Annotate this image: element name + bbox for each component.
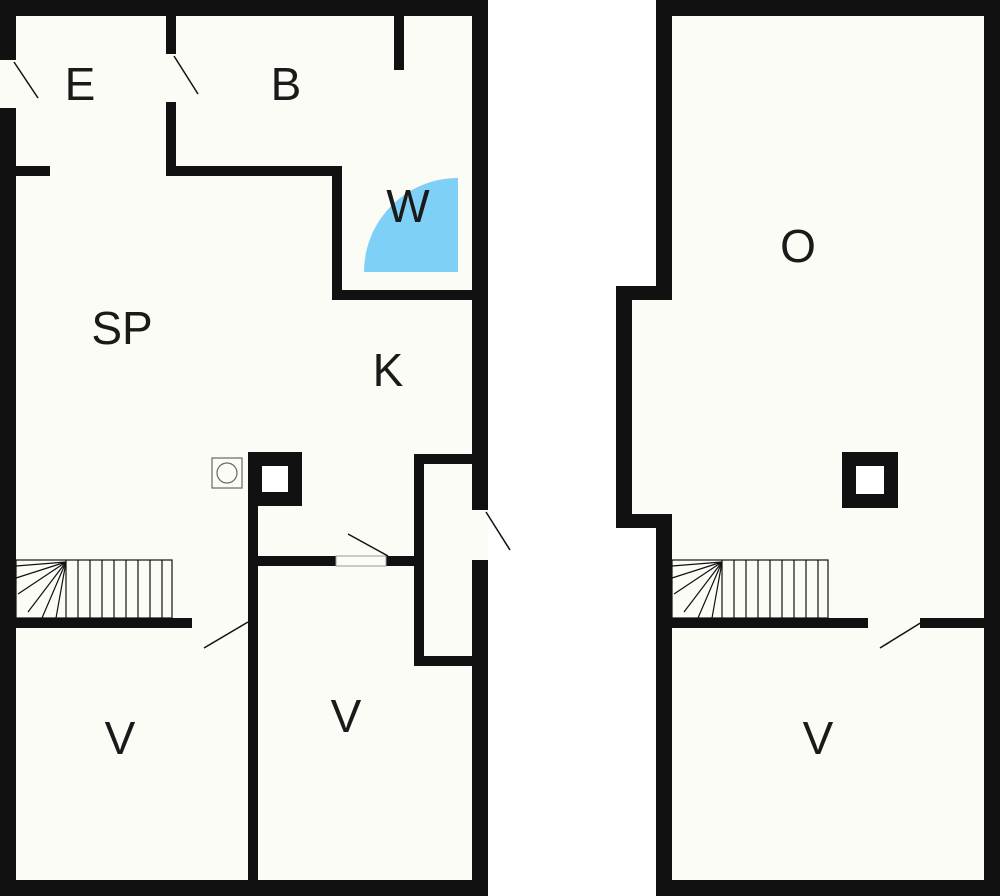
ground-floor-surface xyxy=(8,8,480,888)
room-label-entrance: E xyxy=(65,58,96,110)
stove-icon xyxy=(211,457,243,489)
stairs-icon xyxy=(671,559,829,619)
room-label-living: SP xyxy=(91,302,152,354)
cupboard xyxy=(414,454,474,666)
left-room-door[interactable] xyxy=(203,621,249,649)
ground-floor-outer-walls xyxy=(0,0,488,896)
chimney-icon xyxy=(842,452,898,508)
room-label-upper-bottom: V xyxy=(803,712,834,764)
shower-icon xyxy=(364,178,458,272)
chimney-icon xyxy=(248,452,302,506)
bedroom-wetroom-walls xyxy=(166,16,480,300)
upper-floor-outer-walls xyxy=(616,0,1000,896)
upper-floor-surface xyxy=(624,8,992,888)
room-label-kitchen: K xyxy=(373,344,404,396)
ground-floor: E B W SP K V V xyxy=(0,0,511,896)
room-label-wet-room: W xyxy=(386,180,430,232)
upper-floor: O V xyxy=(616,0,1000,896)
stairs-icon xyxy=(15,559,173,619)
upper-floor-interior-walls xyxy=(672,618,984,628)
upper-room-door[interactable] xyxy=(879,621,923,649)
entrance-door[interactable] xyxy=(0,60,39,108)
ground-floor-interior-walls xyxy=(16,506,416,880)
room-label-upper: O xyxy=(780,220,816,272)
room-label-left-bottom: V xyxy=(105,712,136,764)
bedroom-door[interactable] xyxy=(166,54,199,102)
side-door[interactable] xyxy=(472,510,511,560)
room-label-bedroom: B xyxy=(271,58,302,110)
middle-room-door[interactable] xyxy=(335,533,389,567)
entrance-bedroom-walls xyxy=(16,16,176,176)
room-label-middle-bottom: V xyxy=(331,690,362,742)
